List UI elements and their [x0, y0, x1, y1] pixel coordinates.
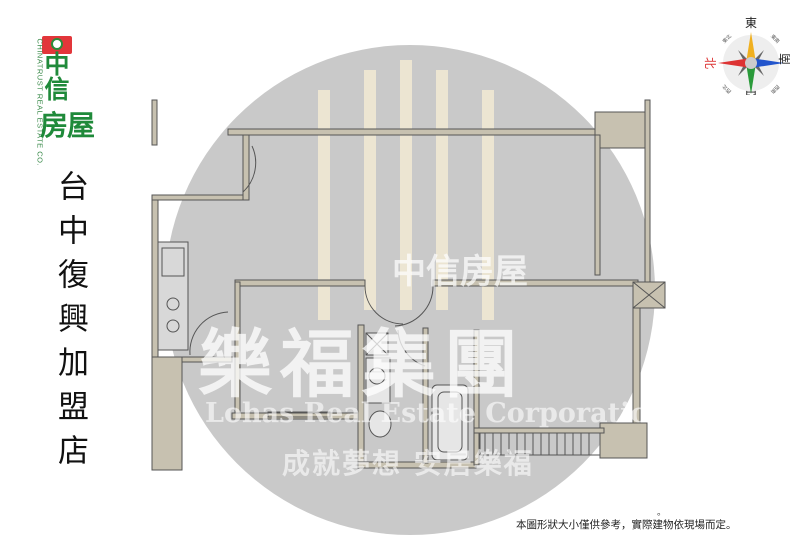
compass-label-west: 西: [745, 89, 757, 95]
disclaimer-mark: 。: [657, 508, 667, 518]
door-swing: [394, 285, 434, 327]
column-top-right: [594, 111, 648, 149]
window: [267, 411, 331, 418]
logo-chinese-bottom: 房屋: [40, 109, 95, 142]
door-swing: [242, 145, 257, 193]
watermark-brand: 中信房屋: [392, 252, 528, 292]
duct-x: [365, 332, 389, 356]
logo-char: 信: [44, 75, 70, 104]
column-bottom-right: [599, 422, 648, 459]
wall-lower-left: [151, 356, 183, 471]
watermark-group-name: 樂福集團: [198, 322, 526, 408]
wall-bedroom-top: [234, 279, 366, 287]
wall-kitchen-left: [151, 194, 159, 358]
disclaimer: 本圖形狀大小僅供參考，實際建物依現場而定。: [516, 519, 737, 531]
compass-center: [745, 57, 757, 69]
basin: [368, 367, 386, 385]
compass-label-northwest: 西北: [721, 83, 733, 95]
logo-chinese: 中 信: [42, 52, 72, 102]
watermark-bar: [482, 90, 494, 320]
watermark-english: Lohas Real Estate Corporation: [205, 398, 668, 429]
stove-burner: [166, 297, 180, 311]
watermark-slogan: 成就夢想 安居樂福: [282, 447, 534, 480]
stove-burner: [166, 319, 180, 333]
watermark-bar: [400, 60, 412, 310]
wall-top-left: [151, 99, 158, 146]
bathtub: [431, 384, 469, 461]
compass-icon: 東 北 南 西 東北 東南 西北 西南: [703, 16, 790, 95]
wall-top: [227, 128, 597, 136]
compass-label-north: 北: [703, 57, 717, 69]
logo-char: 中: [44, 50, 70, 79]
bathtub-inner: [437, 391, 463, 453]
door-swing: [397, 329, 426, 367]
store-title: 台中復興加盟店: [52, 170, 88, 478]
toilet: [368, 410, 392, 438]
compass-south-point: [751, 58, 784, 68]
logo-char: 房屋: [40, 109, 95, 142]
compass-label-northeast: 東北: [721, 33, 733, 45]
wall-bath-mid: [422, 327, 429, 464]
compass-label-southeast: 東南: [769, 33, 781, 45]
compass-west-point: [746, 63, 756, 94]
door-swing: [364, 285, 404, 325]
sink: [161, 247, 185, 277]
compass-east-point: [746, 32, 756, 63]
compass-label-southwest: 西南: [769, 83, 781, 95]
logo-icon: [42, 36, 72, 54]
wall-bath-right: [473, 329, 480, 466]
wall-entry: [151, 194, 249, 201]
compass-label-east: 東: [745, 16, 757, 30]
watermark-bar: [318, 90, 330, 320]
wall-living-right: [594, 134, 601, 276]
duct-x: [632, 281, 666, 309]
kitchen-counter: [157, 241, 189, 351]
door-swing: [189, 311, 229, 356]
compass-north-point: [718, 58, 751, 68]
compass-label-south: 南: [777, 53, 790, 65]
wall-balcony-outer: [644, 99, 651, 286]
wall-entry-side: [242, 134, 250, 201]
balcony-railing: [479, 432, 601, 456]
